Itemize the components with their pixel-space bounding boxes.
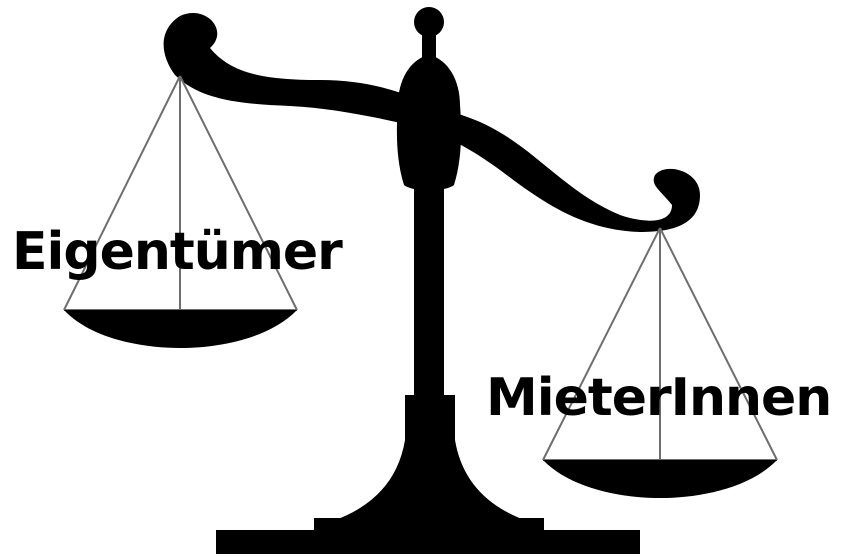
label-right-pan: MieterInnen: [486, 372, 831, 424]
right-pan: [543, 460, 777, 498]
scale-post: [414, 170, 444, 410]
label-left-pan: Eigentümer: [12, 226, 342, 278]
left-pan: [64, 310, 297, 348]
scale-finial-knob: [414, 7, 444, 37]
